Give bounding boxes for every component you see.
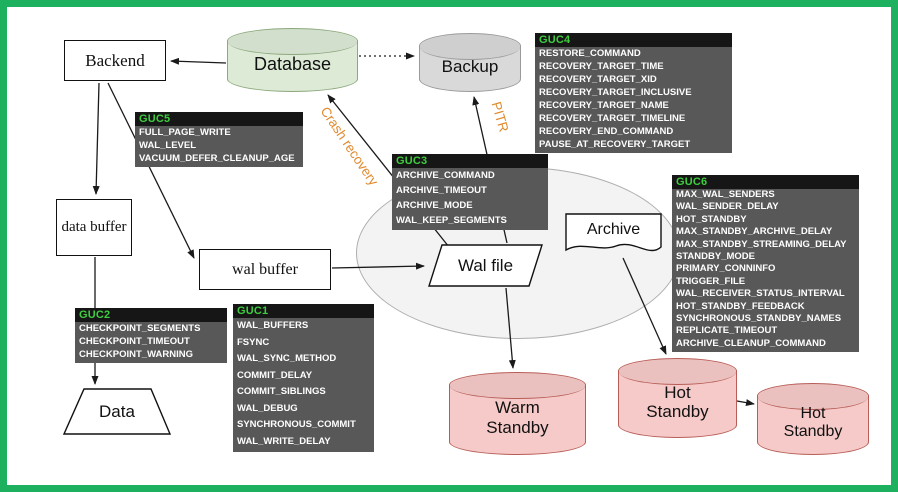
panel-item: FSYNC	[237, 336, 270, 348]
panel-item: ARCHIVE_TIMEOUT	[396, 185, 487, 196]
panel-item: RECOVERY_TARGET_INCLUSIVE	[539, 87, 692, 98]
panel-item: SYNCHRONOUS_COMMIT	[237, 419, 356, 430]
wal-buffer-node: wal buffer	[199, 249, 331, 290]
guc2-items: CHECKPOINT_SEGMENTS CHECKPOINT_TIMEOUT CHE…	[75, 322, 227, 361]
panel-item: WAL_BUFFERS	[237, 320, 309, 331]
wal-buffer-label: wal buffer	[232, 260, 298, 278]
panel-item: HOT_STANDBY	[676, 213, 747, 225]
guc2-panel: GUC2 CHECKPOINT_SEGMENTS CHECKPOINT_TIMEO…	[75, 308, 227, 363]
panel-item: REPLICATE_TIMEOUT	[676, 325, 778, 337]
panel-item: RECOVERY_TARGET_TIMELINE	[539, 113, 686, 124]
panel-item: WAL_WRITE_DELAY	[237, 435, 331, 447]
guc4-items: RESTORE_COMMAND RECOVERY_TARGET_TIME RECOV…	[535, 47, 732, 151]
hot-standby-label: Hot Standby	[783, 405, 843, 440]
panel-item: FULL_PAGE_WRITE	[139, 127, 231, 138]
panel-item: TRIGGER_FILE	[676, 275, 746, 287]
hot-standby-node-2: Hot Standby	[757, 383, 869, 455]
guc5-panel: GUC5 FULL_PAGE_WRITE WAL_LEVEL VACUUM_DEFE…	[135, 112, 303, 167]
panel-item: PAUSE_AT_RECOVERY_TARGET	[539, 139, 691, 150]
arrow-backend-to-data-buffer	[92, 82, 100, 195]
panel-item: RECOVERY_END_COMMAND	[539, 126, 674, 137]
panel-item: RECOVERY_TARGET_TIME	[539, 61, 664, 72]
hot-standby-node-1: Hot Standby	[618, 358, 737, 438]
panel-item: ARCHIVE_MODE	[396, 200, 473, 211]
panel-item: RECOVERY_TARGET_NAME	[539, 100, 669, 111]
panel-item: WAL_RECEIVER_STATUS_INTERVAL	[676, 288, 845, 300]
wal-file-shape	[428, 244, 543, 287]
guc1-items: WAL_BUFFERS FSYNC WAL_SYNC_METHOD COMMIT_DE…	[233, 318, 374, 450]
warm-standby-node: Warm Standby	[449, 372, 586, 455]
database-label: Database	[253, 53, 332, 74]
hot-standby-label: Hot Standby	[646, 382, 709, 421]
panel-item: CHECKPOINT_WARNING	[79, 349, 194, 360]
panel-item: VACUUM_DEFER_CLEANUP_AGE	[139, 153, 295, 164]
panel-item: CHECKPOINT_SEGMENTS	[79, 323, 201, 334]
arrow-backend-to-wal-buffer	[107, 82, 195, 259]
arrow-hot-standby-to-hot-standby	[736, 399, 755, 407]
arrow-wal-buffer-to-wal-file	[331, 262, 425, 270]
backup-label: Backup	[441, 56, 499, 76]
guc3-items: ARCHIVE_COMMAND ARCHIVE_TIMEOUT ARCHIVE_MO…	[392, 168, 548, 228]
wal-file-node: Wal file	[428, 244, 543, 287]
panel-item: HOT_STANDBY_FEEDBACK	[676, 300, 805, 312]
backend-label: Backend	[85, 50, 145, 70]
data-node: Data	[63, 388, 171, 435]
guc1-panel: GUC1 WAL_BUFFERS FSYNC WAL_SYNC_METHOD COMM…	[233, 304, 374, 452]
panel-item: MAX_STANDBY_STREAMING_DELAY	[676, 238, 847, 250]
data-shape	[63, 388, 171, 435]
panel-item: ARCHIVE_CLEANUP_COMMAND	[676, 337, 826, 349]
backup-node: Backup	[419, 33, 521, 92]
warm-standby-label: Warm Standby	[486, 398, 549, 437]
archive-label: Archive	[586, 221, 641, 238]
data-buffer-label: data buffer	[61, 219, 127, 236]
panel-item: WAL_SENDER_DELAY	[676, 201, 779, 213]
guc5-title: GUC5	[135, 112, 303, 126]
panel-item: MAX_WAL_SENDERS	[676, 189, 775, 200]
guc5-items: FULL_PAGE_WRITE WAL_LEVEL VACUUM_DEFER_CLE…	[135, 126, 303, 165]
archive-node: Archive	[565, 213, 662, 260]
guc4-title: GUC4	[535, 33, 732, 47]
panel-item: ARCHIVE_COMMAND	[396, 170, 495, 181]
panel-item: RESTORE_COMMAND	[539, 48, 641, 59]
panel-item: PRIMARY_CONNINFO	[676, 263, 776, 275]
data-label: Data	[99, 401, 135, 421]
archive-shape	[565, 213, 662, 252]
data-buffer-node: data buffer	[56, 199, 132, 256]
panel-item: COMMIT_SIBLINGS	[237, 386, 326, 397]
panel-item: WAL_LEVEL	[139, 140, 197, 151]
panel-item: WAL_KEEP_SEGMENTS	[396, 215, 507, 226]
panel-item: CHECKPOINT_TIMEOUT	[79, 336, 190, 347]
wal-file-label: Wal file	[457, 255, 514, 275]
arrow-wal-file-to-warm-standby	[505, 287, 516, 369]
panel-item: WAL_DEBUG	[237, 402, 298, 414]
panel-item: MAX_STANDBY_ARCHIVE_DELAY	[676, 226, 833, 238]
panel-item: WAL_SYNC_METHOD	[237, 353, 337, 364]
database-node: Database	[227, 28, 358, 92]
backend-node: Backend	[64, 40, 166, 81]
guc4-panel: GUC4 RESTORE_COMMAND RECOVERY_TARGET_TIME…	[535, 33, 732, 153]
panel-item: COMMIT_DELAY	[237, 369, 313, 381]
panel-item: RECOVERY_TARGET_XID	[539, 74, 657, 85]
guc6-title: GUC6	[672, 175, 859, 189]
panel-item: SYNCHRONOUS_STANDBY_NAMES	[676, 313, 842, 325]
arrow-database-to-backend	[170, 57, 227, 65]
panel-item: STANDBY_MODE	[676, 251, 755, 263]
guc2-title: GUC2	[75, 308, 227, 322]
arrow-archive-to-hot-standby	[622, 257, 667, 355]
guc3-title: GUC3	[392, 154, 548, 168]
guc1-title: GUC1	[233, 304, 374, 318]
